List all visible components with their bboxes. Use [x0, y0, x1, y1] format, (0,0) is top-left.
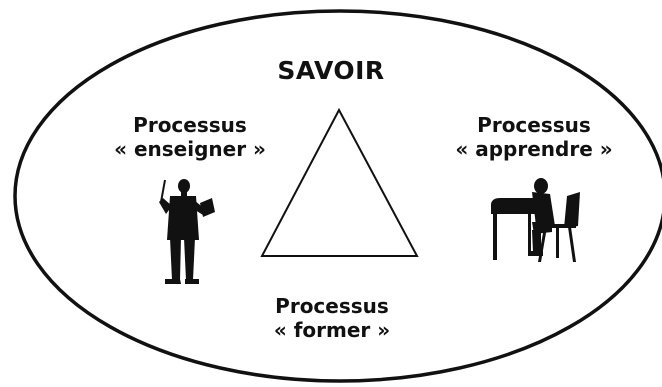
teach-process-label: Processus « enseigner »: [90, 113, 290, 161]
train-process-line2: « former »: [273, 317, 391, 342]
train-process-line1: Processus: [275, 294, 389, 318]
learn-process-line2: « apprendre »: [455, 136, 613, 161]
title-text: SAVOIR: [277, 56, 385, 85]
learn-process-line1: Processus: [477, 113, 591, 137]
teacher-silhouette-icon: [159, 179, 215, 284]
central-triangle: [260, 107, 419, 257]
student-at-desk-silhouette-icon: [491, 178, 580, 262]
learn-process-label: Processus « apprendre »: [434, 113, 634, 161]
teach-process-line2: « enseigner »: [114, 136, 266, 161]
train-process-label: Processus « former »: [232, 294, 432, 342]
diagram-title: SAVOIR: [231, 56, 431, 86]
teach-process-line1: Processus: [133, 113, 247, 137]
